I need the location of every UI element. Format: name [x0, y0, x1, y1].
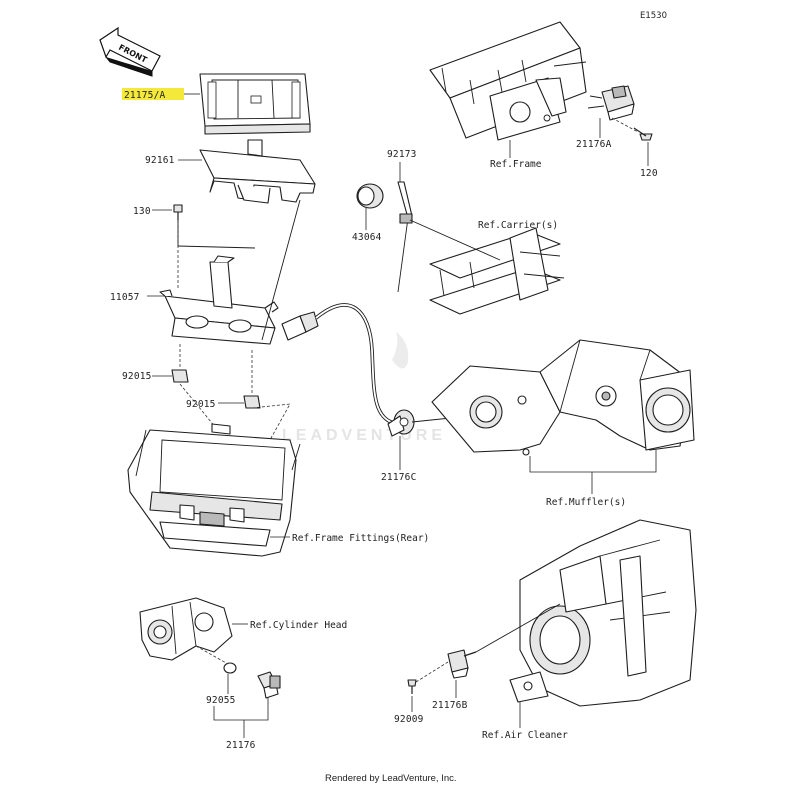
- watermark-text: LEADVENTURE: [282, 427, 446, 444]
- guide-21176b: [475, 603, 561, 653]
- label-21175a[interactable]: 21175/A: [124, 90, 166, 101]
- highlight-21175a: [122, 88, 184, 100]
- guide-carrier: [409, 219, 501, 261]
- ref-label-air-cleaner[interactable]: Ref.Air Cleaner: [482, 730, 568, 741]
- ref-label-frame-fittings[interactable]: Ref.Frame Fittings(Rear): [292, 533, 429, 544]
- guide-11057-top: [177, 245, 256, 249]
- label-21176c[interactable]: 21176C: [381, 472, 417, 483]
- label-92009[interactable]: 92009: [394, 714, 424, 725]
- ref-label-mufflers[interactable]: Ref.Muffler(s): [546, 497, 626, 508]
- front-arrow-icon: FRONT: [99, 26, 161, 77]
- label-92173[interactable]: 92173: [387, 149, 417, 160]
- part-21176a-sensor[interactable]: [587, 85, 635, 121]
- label-120[interactable]: 120: [640, 168, 658, 179]
- part-92015a-nut[interactable]: [171, 369, 189, 383]
- part-11057-bracket[interactable]: [159, 255, 279, 345]
- part-92173-clamp[interactable]: [397, 181, 413, 293]
- dash-92015a-to-frame: [179, 383, 217, 429]
- ref-carrier-drawing: [429, 227, 565, 315]
- ref-frame-drawing: [429, 21, 587, 141]
- part-92161-holder[interactable]: [199, 139, 316, 204]
- label-92055[interactable]: 92055: [206, 695, 236, 706]
- label-92161[interactable]: 92161: [145, 155, 175, 166]
- dash-92055: [195, 645, 229, 665]
- label-11057[interactable]: 11057: [110, 292, 140, 303]
- dash-92009: [415, 661, 449, 683]
- ref-air-cleaner-drawing: [509, 519, 697, 707]
- bracket-21176: [213, 698, 269, 721]
- bracket-mufflers: [529, 450, 657, 473]
- part-21176-sensor[interactable]: [257, 671, 281, 699]
- ref-muffler-drawing: [431, 339, 695, 456]
- part-92055-washer[interactable]: [223, 662, 237, 674]
- part-92009-screw[interactable]: [407, 679, 417, 694]
- footer-credit: Rendered by LeadVenture, Inc.: [325, 773, 457, 784]
- watermark: LEADVENTURE: [282, 332, 446, 444]
- label-21176b[interactable]: 21176B: [432, 700, 468, 711]
- part-21175a-ecu[interactable]: [199, 73, 311, 135]
- ref-cylinder-head-drawing: [139, 597, 233, 661]
- guide-11057-right: [261, 199, 301, 341]
- label-130[interactable]: 130: [133, 206, 151, 217]
- label-92015b[interactable]: 92015: [186, 399, 216, 410]
- label-21176a[interactable]: 21176A: [576, 139, 612, 150]
- diagram-code: E1530: [640, 11, 667, 21]
- label-21176[interactable]: 21176: [226, 740, 256, 751]
- dash-120: [611, 117, 639, 133]
- part-43064-grommet[interactable]: [356, 183, 384, 209]
- label-43064[interactable]: 43064: [352, 232, 382, 243]
- part-120-bolt[interactable]: [633, 127, 653, 141]
- ref-frame-fittings-rear-drawing: [127, 423, 301, 557]
- part-21176c-sensor[interactable]: [281, 303, 415, 437]
- part-130-bolt[interactable]: [173, 204, 183, 220]
- ref-label-frame[interactable]: Ref.Frame: [490, 159, 542, 170]
- label-92015a[interactable]: 92015: [122, 371, 152, 382]
- part-92015b-nut[interactable]: [243, 395, 261, 409]
- part-21176b-sensor[interactable]: [447, 649, 477, 679]
- ref-label-carrier[interactable]: Ref.Carrier(s): [478, 220, 558, 231]
- ref-label-cylinder-head[interactable]: Ref.Cylinder Head: [250, 620, 347, 631]
